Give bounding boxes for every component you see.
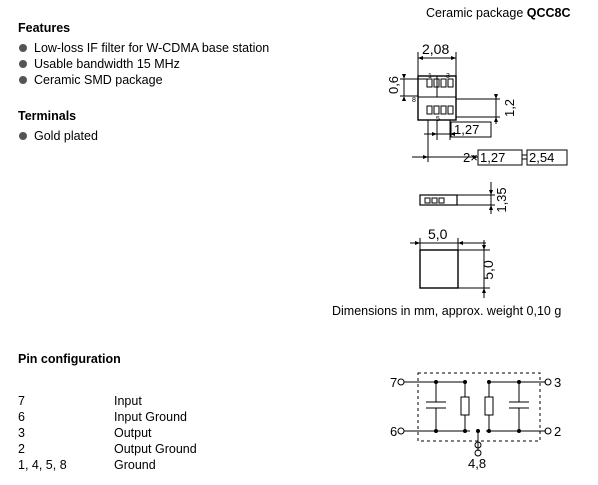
schematic-dashed-box [417,372,541,442]
pin-function: Ground [114,458,156,472]
pin-number: 7 [18,394,25,408]
pin-number: 3 [18,426,25,440]
dim-label-135: 1,35 [494,187,509,212]
pin-label-5: 5 [436,116,440,123]
table-row: 6 Input Ground [18,409,197,425]
dimensions-note: Dimensions in mm, approx. weight 0,10 g [332,304,562,318]
table-row: 3 Output [18,425,197,441]
dim-label-127: 1,27 [454,122,479,137]
pin-label-1: 1 [428,73,432,80]
dim-label-pitch-prefix: 2× [463,150,478,165]
dim-label-50-width: 5,0 [428,226,448,242]
dim-label-pitch-254: 2,54 [529,150,554,165]
package-bottom-view [419,249,459,289]
dim-label-208: 2,08 [422,41,449,57]
table-row: 2 Output Ground [18,441,197,457]
pin-label-3: 3 [446,73,450,80]
pin-label-8: 8 [412,97,416,104]
schematic-pin-3: 3 [554,375,561,390]
pin-number: 6 [18,410,25,424]
filter-schematic: 7 6 3 2 4,8 [390,372,561,471]
package-prefix: Ceramic package [426,6,527,20]
package-title: Ceramic package QCC8C [426,6,571,20]
schematic-pin-48: 4,8 [468,456,486,471]
package-dimension-drawing: 2,08 0,6 1,2 1,27 2× 1,27 2,54 1,35 5,0 … [386,41,568,298]
pin-function: Output [114,426,152,440]
pin-function: Input [114,394,142,408]
pin-number: 2 [18,442,25,456]
schematic-pin-2: 2 [554,424,561,439]
dim-label-06: 0,6 [386,76,401,94]
pin-config-heading: Pin configuration [18,352,121,366]
dim-label-pitch-127: 1,27 [480,150,505,165]
terminals-heading: Terminals [18,109,77,123]
pin-number: 1, 4, 5, 8 [18,458,67,472]
pin-function: Output Ground [114,442,197,456]
dim-label-12: 1,2 [502,99,517,117]
feature-item: Ceramic SMD package [18,72,269,88]
package-name: QCC8C [526,6,571,20]
schematic-pin-7: 7 [390,375,397,390]
features-heading: Features [18,21,71,35]
dim-label-50-height: 5,0 [480,260,496,280]
table-row: 7 Input [18,393,197,409]
table-row: 1, 4, 5, 8 Ground [18,457,197,473]
feature-item: Usable bandwidth 15 MHz [18,56,269,72]
pin-function: Input Ground [114,410,187,424]
schematic-pin-6: 6 [390,424,397,439]
terminals-list: Gold plated [18,128,98,144]
features-list: Low-loss IF filter for W-CDMA base stati… [18,40,269,88]
pin-config-table: 7 Input 6 Input Ground 3 Output 2 Output Gro… [18,393,197,473]
terminal-item: Gold plated [18,128,98,144]
feature-item: Low-loss IF filter for W-CDMA base stati… [18,40,269,56]
